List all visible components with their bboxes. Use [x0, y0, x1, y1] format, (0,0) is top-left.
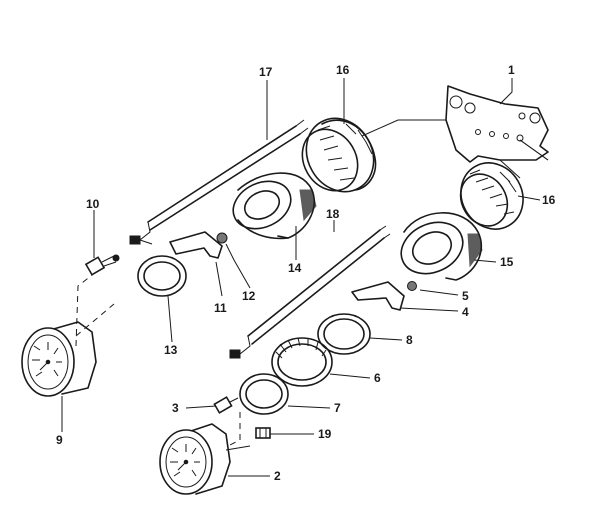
label-part-7: 7 — [334, 401, 341, 415]
guide-lines — [227, 119, 549, 447]
nut-part-5 — [407, 281, 417, 291]
label-part-16-lower: 16 — [542, 193, 556, 207]
label-part-4: 4 — [462, 305, 469, 319]
connector-part-19 — [255, 427, 271, 439]
label-part-19: 19 — [318, 427, 332, 441]
retaining-ring-part-7 — [239, 373, 289, 415]
part-number-labels: 1 16 17 10 16 18 14 15 12 11 5 4 13 8 6 … — [56, 63, 556, 483]
label-part-16-upper: 16 — [336, 63, 350, 77]
leader-lines — [61, 78, 541, 477]
label-part-14: 14 — [288, 261, 302, 275]
housing-part-15 — [400, 212, 483, 281]
bezel-ring-part-13 — [137, 255, 187, 297]
label-part-2: 2 — [274, 469, 281, 483]
label-part-18: 18 — [326, 207, 340, 221]
mounting-clip-part-11 — [169, 231, 223, 259]
knurled-ring-part-6 — [271, 337, 333, 387]
label-part-17: 17 — [259, 65, 273, 79]
label-part-11: 11 — [214, 301, 227, 315]
mounting-bracket-part-1 — [445, 85, 549, 163]
label-part-3: 3 — [172, 401, 179, 415]
label-part-10: 10 — [86, 197, 100, 211]
label-part-12: 12 — [242, 289, 256, 303]
label-part-15: 15 — [500, 255, 514, 269]
seal-ring-part-8 — [317, 313, 371, 355]
bulb-holder-part-3 — [213, 396, 239, 414]
nut-part-12 — [216, 232, 228, 244]
housing-part-14 — [232, 172, 317, 240]
bulb-holder-part-10 — [84, 254, 120, 276]
gauge-instrument-part-9 — [21, 271, 115, 397]
clamp-ring-part-16-upper — [301, 117, 377, 193]
clamp-ring-part-16-lower — [459, 162, 524, 230]
label-part-1: 1 — [508, 63, 515, 77]
label-part-6: 6 — [374, 371, 381, 385]
cable-harness-part-18 — [229, 225, 391, 359]
gauge-instrument-part-2 — [159, 423, 251, 495]
label-part-8: 8 — [406, 333, 413, 347]
label-part-9: 9 — [56, 433, 63, 447]
mounting-clip-part-4 — [351, 281, 405, 311]
label-part-5: 5 — [462, 289, 469, 303]
cable-harness-part-17 — [129, 119, 309, 245]
label-part-13: 13 — [164, 343, 178, 357]
